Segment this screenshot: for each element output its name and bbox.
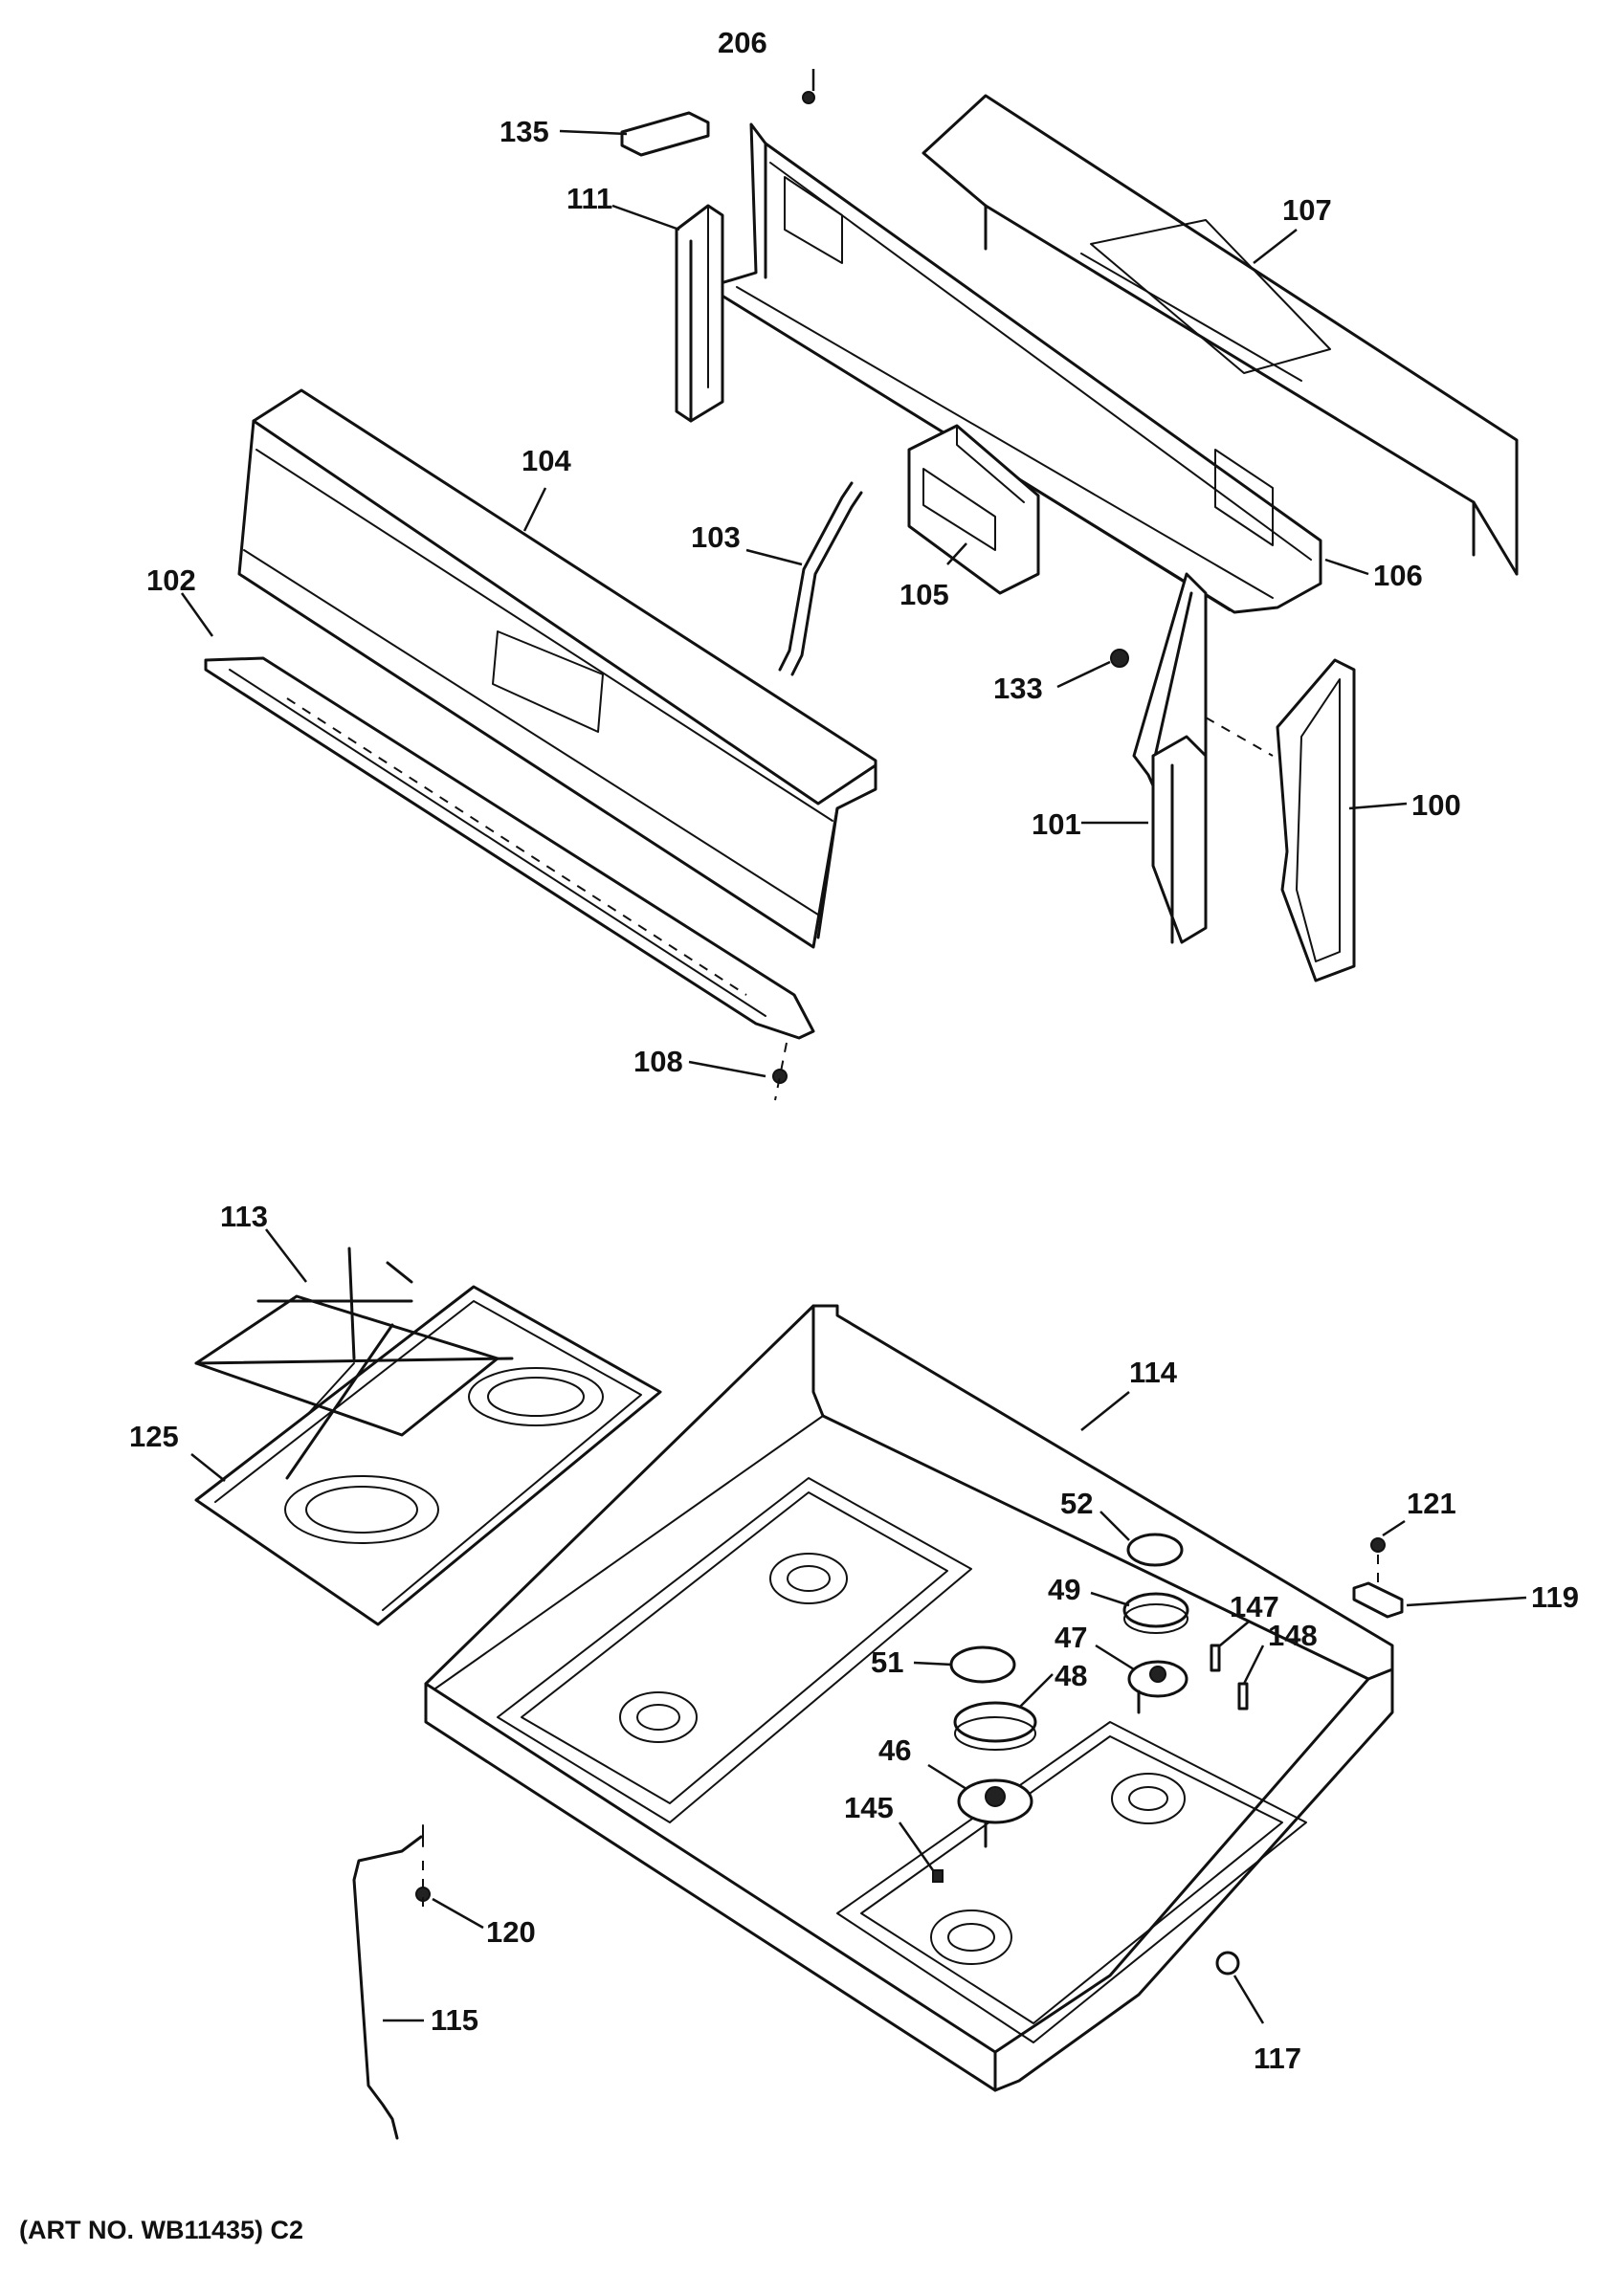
part-206-screw — [802, 91, 815, 104]
callout-46: 46 — [878, 1733, 911, 1767]
part-117-nut — [1215, 1951, 1240, 1976]
part-102-trim-strip — [204, 656, 815, 1040]
part-103-support-rod — [778, 481, 863, 676]
callout-52: 52 — [1060, 1487, 1093, 1520]
callout-121: 121 — [1407, 1487, 1456, 1520]
art-number-caption: (ART NO. WB11435) C2 — [19, 2216, 303, 2244]
callout-148: 148 — [1268, 1619, 1318, 1652]
part-107-top-cover — [922, 94, 1519, 576]
callout-135: 135 — [500, 115, 549, 148]
part-114-cooktop — [424, 1304, 1394, 2092]
part-133-nut — [1110, 649, 1129, 668]
part-135-clip — [620, 111, 710, 157]
callout-48: 48 — [1055, 1659, 1087, 1692]
callout-labels: 206 135 111 107 104 103 105 106 102 133 … — [129, 26, 1579, 2075]
callout-101: 101 — [1032, 807, 1081, 841]
part-101-side-bracket — [1132, 572, 1274, 944]
callout-120: 120 — [486, 1915, 536, 1949]
burner-assembly-left — [949, 1645, 1037, 1848]
callout-115: 115 — [431, 2003, 478, 2037]
callout-103: 103 — [691, 520, 741, 554]
part-147-148-orifices — [1210, 1644, 1249, 1711]
part-119-bracket — [1352, 1537, 1404, 1619]
callout-49: 49 — [1048, 1573, 1080, 1606]
part-105-clock-control — [907, 424, 1040, 595]
callout-206: 206 — [718, 26, 767, 59]
callout-117: 117 — [1254, 2042, 1301, 2075]
callout-114: 114 — [1129, 1356, 1178, 1389]
part-108-screw — [772, 1042, 788, 1101]
callout-105: 105 — [899, 578, 949, 611]
part-104-control-panel — [237, 388, 877, 949]
part-111-bracket — [675, 204, 724, 423]
part-145-spacer — [932, 1869, 944, 1883]
callout-102: 102 — [146, 563, 196, 597]
burner-assembly-right — [1122, 1533, 1189, 1714]
leader-lines — [180, 69, 1527, 2024]
callout-111: 111 — [566, 182, 612, 215]
callout-125: 125 — [129, 1420, 179, 1453]
callout-51: 51 — [871, 1645, 903, 1679]
callout-133: 133 — [993, 672, 1043, 705]
callout-119: 119 — [1531, 1580, 1579, 1614]
callout-107: 107 — [1282, 193, 1332, 227]
part-115-rod — [352, 1824, 431, 2140]
callout-100: 100 — [1411, 788, 1461, 822]
callout-145: 145 — [844, 1791, 894, 1824]
part-125-drip-pan — [194, 1285, 662, 1626]
callout-108: 108 — [633, 1045, 683, 1078]
callout-106: 106 — [1373, 559, 1423, 592]
callout-113: 113 — [220, 1200, 268, 1233]
callout-147: 147 — [1230, 1590, 1279, 1623]
callout-47: 47 — [1055, 1621, 1087, 1654]
part-113-burner-grate — [194, 1247, 514, 1480]
part-100-end-cap — [1276, 658, 1356, 982]
callout-104: 104 — [522, 444, 571, 477]
